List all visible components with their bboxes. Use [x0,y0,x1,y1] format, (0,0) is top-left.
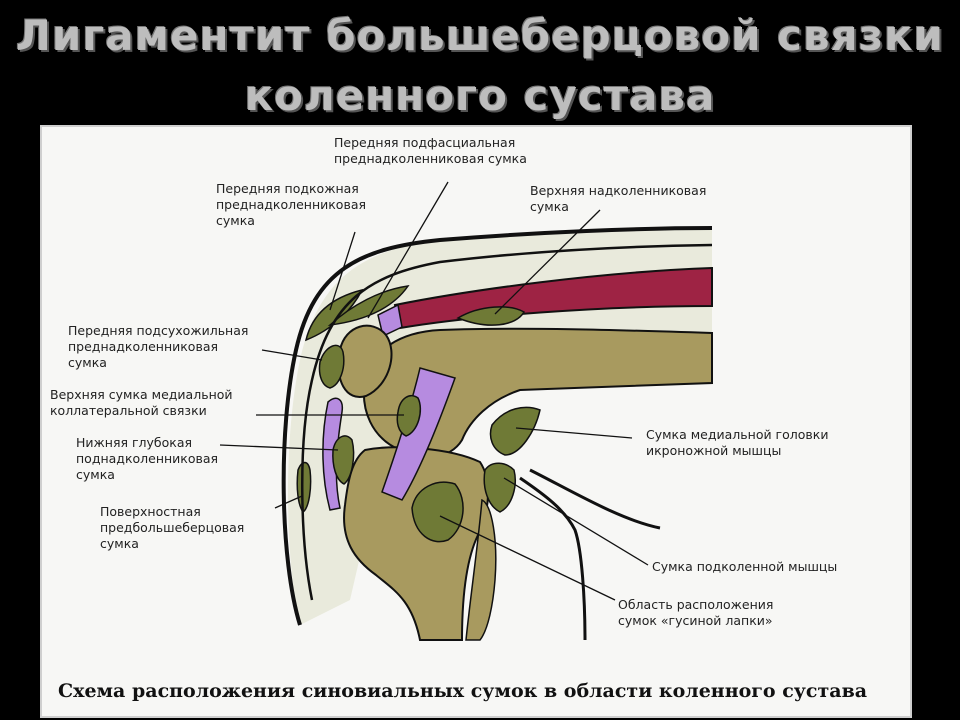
bursa-medial-collateral [396,394,422,437]
slide-title-line-1: Лигаментит большеберцовой связки [16,11,944,60]
leader-popliteus [503,477,649,566]
label-medial-gastrocnemius-bursa: Сумка медиальной головки икроножной мышц… [646,427,829,458]
label-anterior-subfascial-bursa: Передняя подфасциальная преднадколеннико… [334,135,527,166]
label-popliteus-bursa: Сумка подколенной мышцы [652,559,838,574]
popliteal-outline [519,476,587,641]
skin-outline-inner [300,243,713,601]
skin-outline [281,226,713,626]
leader-medial-gastrocnemius [515,427,633,439]
tibia-bone [343,446,490,641]
bursa-anterior-subfascial [327,285,410,327]
label-superior-suprapatellar-bursa: Верхняя надколенниковая сумка [530,183,707,214]
label-pes-anserinus-bursae: Область расположения сумок «гусиной лапк… [618,597,774,628]
bursa-superior-suprapatellar [456,306,526,326]
leader-anterior-subfascial [367,181,449,319]
leader-superficial-pretibial [274,495,303,509]
bursa-popliteus [483,462,516,513]
bursa-anterior-subtendinous [318,344,345,389]
leader-superior-suprapatellar [494,209,601,315]
leader-anterior-subtendinous [261,349,323,361]
leader-deep-infrapatellar [219,444,339,451]
diagram-caption: Схема расположения синовиальных сумок в … [58,680,868,702]
bursa-deep-infrapatellar [332,435,355,485]
slide-title-line-2: коленного сустава [244,71,716,120]
bursa-medial-gastrocnemius [489,406,541,456]
quadriceps-tendon [377,303,403,338]
popliteal-outline-inner [529,468,661,530]
label-medial-collateral-bursa: Верхняя сумка медиальной коллатеральной … [50,387,233,418]
label-anterior-subtendinous-bursa: Передняя подсухожильная преднадколеннико… [68,323,249,370]
patella-bone [337,324,393,398]
bursa-pes-anserinus [411,481,464,543]
leader-anterior-subcutaneous [329,231,356,311]
slide-title: Лигаментит большеберцовой связки коленно… [0,6,960,126]
label-superficial-pretibial-bursa: Поверхностная предбольшеберцовая сумка [100,504,245,551]
fibula-bone [465,498,497,641]
label-anterior-subcutaneous-bursa: Передняя подкожная преднадколенниковая с… [216,181,367,228]
bursa-superficial-pretibial [296,461,312,514]
leader-pes-anserinus [439,515,616,601]
label-deep-infrapatellar-bursa: Нижняя глубокая поднадколенниковая сумка [76,435,219,482]
